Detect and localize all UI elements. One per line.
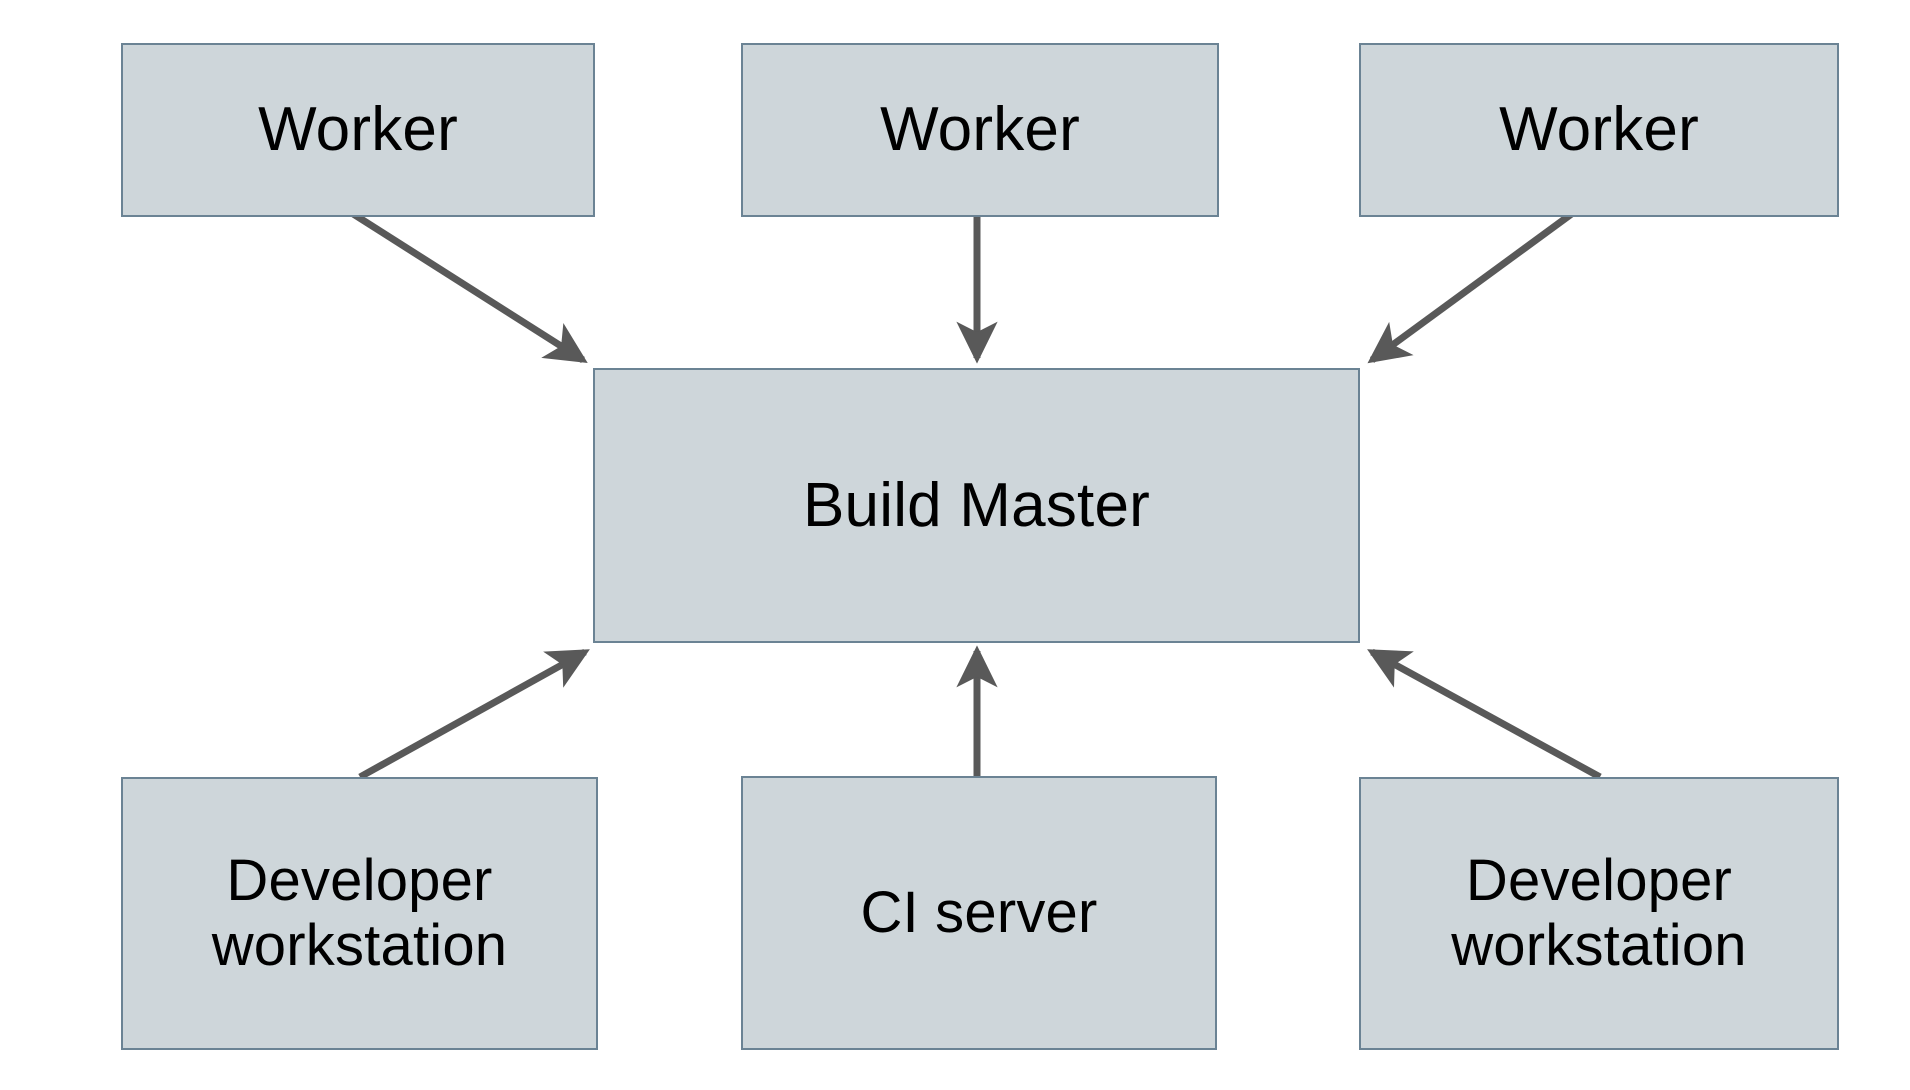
node-developer-workstation-left[interactable]: Developer workstation — [121, 777, 598, 1050]
node-worker-2[interactable]: Worker — [741, 43, 1219, 217]
node-worker-3-label: Worker — [1499, 95, 1699, 165]
node-developer-workstation-left-label: Developer workstation — [211, 847, 508, 978]
node-ci-server[interactable]: CI server — [741, 776, 1217, 1050]
node-worker-1[interactable]: Worker — [121, 43, 595, 217]
node-worker-3[interactable]: Worker — [1359, 43, 1839, 217]
node-ci-server-label: CI server — [860, 879, 1098, 945]
edge-developer-workstation-right-to-build-master — [1367, 648, 1602, 781]
node-developer-workstation-right-label: Developer workstation — [1451, 847, 1747, 978]
node-build-master-label: Build Master — [803, 470, 1150, 540]
node-build-master[interactable]: Build Master — [593, 368, 1360, 643]
node-worker-2-label: Worker — [880, 95, 1080, 165]
node-developer-workstation-right[interactable]: Developer workstation — [1359, 777, 1839, 1050]
edge-developer-workstation-left-to-build-master — [358, 648, 590, 781]
node-worker-1-label: Worker — [258, 95, 458, 165]
